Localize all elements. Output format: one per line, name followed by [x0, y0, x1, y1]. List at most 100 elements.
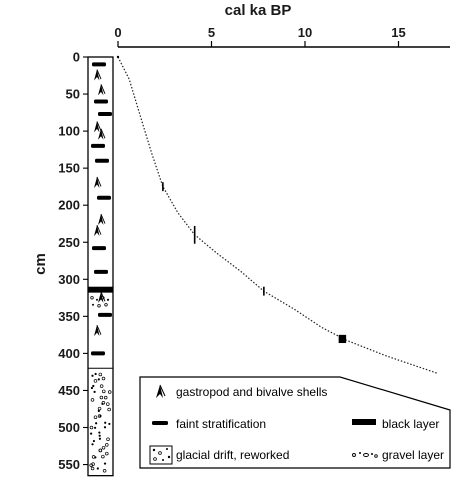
gastropod-line	[100, 128, 106, 139]
gastropod-line	[100, 84, 106, 95]
stratification-mark	[98, 112, 112, 117]
age-depth-line	[117, 56, 438, 374]
gastropod-mark	[94, 324, 102, 337]
legend-frame	[139, 376, 451, 469]
drift-clast	[93, 415, 98, 419]
drift-clast	[94, 372, 97, 376]
y-tick-label: 400	[58, 346, 80, 361]
legend-item-gastropod: gastropod and bivalve shells	[156, 384, 327, 399]
stratification-mark	[92, 246, 106, 251]
gastropod-shape	[98, 291, 104, 303]
drift-clast	[99, 395, 104, 400]
drift-clast	[98, 437, 102, 440]
drift-clast	[90, 386, 94, 390]
stratification-mark	[95, 158, 109, 163]
y-tick-label: 450	[58, 383, 80, 398]
stratification-mark	[91, 143, 105, 148]
drift-clast	[101, 445, 106, 450]
error-block	[338, 334, 347, 344]
drift-clast	[89, 425, 94, 430]
lithology-column	[87, 56, 114, 477]
y-tick-label: 0	[73, 50, 80, 65]
y-axis-title: cm	[32, 253, 49, 275]
gastropod-shape	[94, 69, 100, 81]
drift-clast	[93, 426, 97, 429]
legend-item-black-layer: black layer	[352, 417, 439, 431]
stratification-mark	[94, 269, 108, 274]
drift-clast	[91, 443, 94, 446]
x-tick-label: 15	[391, 25, 405, 40]
y-tick-label: 250	[58, 235, 80, 250]
gastropod-line	[96, 176, 102, 187]
drift-clast	[91, 455, 96, 459]
gravel-clast	[92, 303, 94, 306]
gastropod-line	[100, 213, 106, 224]
gastropod-shape	[94, 325, 100, 337]
gastropod-line	[96, 324, 102, 335]
drift-clast	[103, 426, 107, 429]
legend-label-glacial-drift: glacial drift, reworked	[176, 448, 289, 462]
lithology-outline	[87, 56, 114, 477]
y-tick-label: 50	[66, 87, 80, 102]
drift-clast	[91, 374, 94, 377]
x-tick-label: 0	[114, 25, 121, 40]
gastropod-mark	[98, 84, 106, 96]
drift-clast	[107, 407, 111, 412]
gastropod-line	[96, 69, 102, 80]
legend-label-black-layer: black layer	[382, 417, 439, 431]
black-layer-icon	[352, 419, 376, 425]
legend-item-faint-stratification: faint stratification	[152, 417, 266, 431]
gastropod-shape	[98, 84, 104, 96]
gastropod-mark	[98, 128, 106, 140]
age-depth-curve	[116, 55, 438, 374]
drift-clast	[92, 384, 95, 388]
drift-clast	[101, 376, 106, 381]
stratification-mark	[98, 312, 112, 317]
gastropod-shape	[94, 225, 100, 237]
drift-clast	[98, 431, 101, 434]
gravel-clast	[106, 298, 110, 301]
gastropod-icon	[156, 384, 166, 398]
drift-clast	[99, 384, 104, 388]
drift-clast	[92, 439, 96, 443]
drift-clast	[89, 463, 93, 467]
gastropod-mark	[98, 213, 106, 226]
drift-clast	[98, 372, 103, 377]
y-tick-label: 200	[58, 198, 80, 213]
stratification-mark	[97, 195, 111, 200]
drift-clast	[97, 378, 100, 381]
drift-clast	[90, 432, 93, 435]
y-tick-label: 550	[58, 457, 80, 472]
x-tick-label: 5	[208, 25, 215, 40]
drift-clast	[98, 434, 101, 437]
drift-clast	[97, 414, 102, 418]
drift-clast	[101, 454, 105, 459]
gastropod-shape	[94, 176, 100, 188]
drift-clast	[102, 469, 107, 473]
drift-clast	[106, 402, 110, 406]
gastropod-mark	[94, 121, 102, 133]
x-axis-title: cal ka BP	[225, 2, 292, 19]
legend: gastropod and bivalve shells faint strat…	[139, 376, 451, 469]
drift-clast	[105, 451, 109, 456]
drift-clast	[90, 466, 95, 471]
gastropod-line	[96, 224, 102, 235]
drift-clast	[98, 448, 103, 453]
drift-clast	[97, 406, 102, 411]
gastropod-shape	[98, 214, 104, 226]
gastropod-mark	[94, 69, 102, 81]
drift-clast	[106, 437, 110, 442]
gravel-clast	[96, 298, 98, 301]
drift-clast	[97, 409, 100, 413]
faint-stratification-icon	[152, 421, 168, 425]
drift-clast	[93, 390, 96, 393]
y-tick-label: 150	[58, 161, 80, 176]
gravel-layer-icon	[352, 452, 378, 458]
legend-label-faint-stratification: faint stratification	[176, 417, 266, 431]
drift-clast	[102, 389, 106, 394]
gastropod-shape	[94, 121, 100, 133]
y-tick-label: 350	[58, 309, 80, 324]
y-tick-label: 100	[58, 124, 80, 139]
